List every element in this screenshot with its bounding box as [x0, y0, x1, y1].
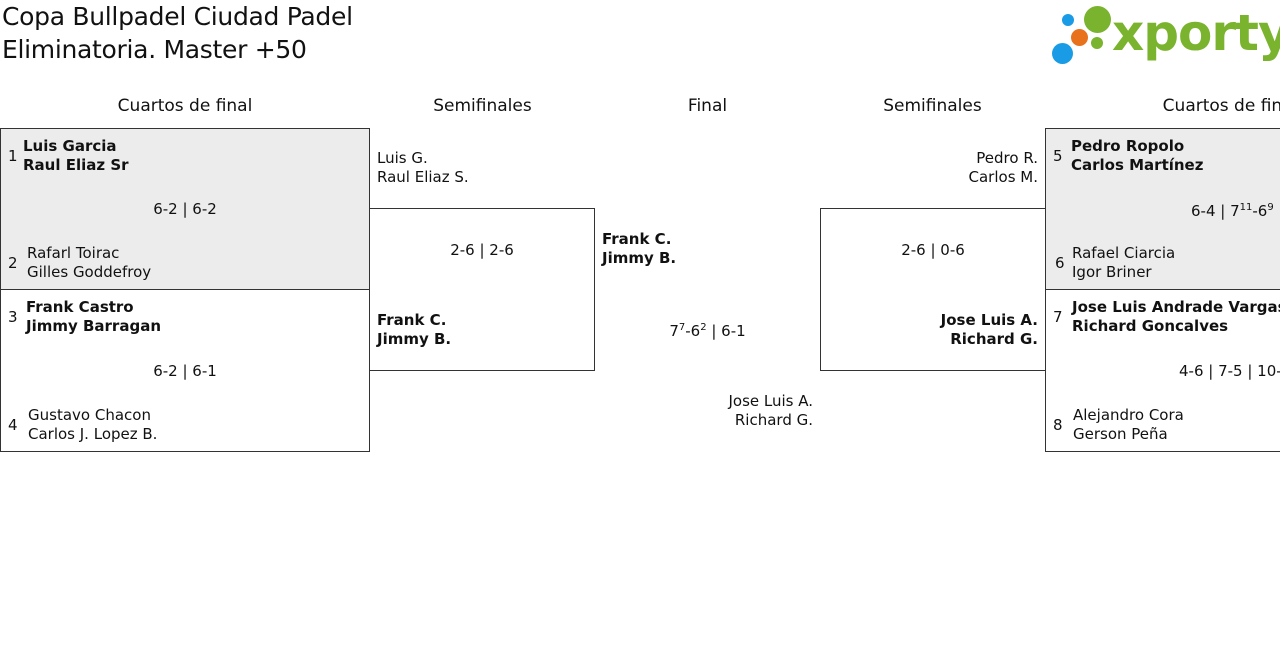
logo-blue-small-dot	[1062, 14, 1074, 26]
right-semifinal: 2-6 | 0-6 Jose Luis A. Richard G.	[820, 208, 1046, 371]
round-label-left-quarters: Cuartos de final	[117, 96, 253, 116]
player-name: Richard G.	[950, 330, 1038, 348]
seed-number: 2	[8, 254, 18, 272]
round-label-final: Final	[687, 96, 728, 116]
player-name: Raul Eliaz S.	[377, 168, 469, 186]
match-score: 6-4 | 711-69	[1191, 202, 1274, 220]
player-name: Pedro R.	[976, 149, 1038, 167]
page-subtitle: Eliminatoria. Master +50	[2, 35, 307, 64]
player-name: Frank C.	[602, 230, 672, 248]
match-score: 2-6 | 2-6	[450, 241, 514, 259]
logo-wordmark: xporty	[1112, 4, 1280, 62]
seed-number: 5	[1053, 147, 1063, 165]
player-name: Jimmy B.	[377, 330, 452, 348]
left-semifinal-team-top[interactable]: Luis G. Raul Eliaz S.	[377, 149, 469, 187]
player-name: Rafarl Toirac	[27, 244, 120, 262]
match-score: 2-6 | 0-6	[901, 241, 965, 259]
team-winner[interactable]: Frank Castro Jimmy Barragan	[26, 298, 161, 336]
seed-number: 8	[1053, 416, 1063, 434]
team-winner[interactable]: Jose Luis A. Richard G.	[821, 311, 1038, 349]
seed-number: 4	[8, 416, 18, 434]
team-loser[interactable]: Alejandro Cora Gerson Peña	[1073, 406, 1184, 444]
logo-green-dot	[1084, 6, 1111, 33]
logo-blue-dot	[1052, 43, 1073, 64]
match-score: 6-2 | 6-1	[153, 362, 217, 380]
seed-number: 1	[8, 147, 18, 165]
player-name: Carlos Martínez	[1071, 156, 1204, 174]
match-score: 4-6 | 7-5 | 10-7	[1179, 362, 1280, 380]
logo-green-small-dot	[1091, 37, 1103, 49]
player-name: Jose Luis A.	[728, 392, 813, 410]
page-title: Copa Bullpadel Ciudad Padel	[2, 2, 353, 31]
player-name: Frank C.	[377, 311, 447, 329]
player-name: Gustavo Chacon	[28, 406, 151, 424]
player-name: Carlos J. Lopez B.	[28, 425, 158, 443]
player-name: Gerson Peña	[1073, 425, 1168, 443]
left-semifinal: 2-6 | 2-6 Frank C. Jimmy B.	[369, 208, 595, 371]
player-name: Raul Eliaz Sr	[23, 156, 129, 174]
player-name: Pedro Ropolo	[1071, 137, 1185, 155]
player-name: Alejandro Cora	[1073, 406, 1184, 424]
player-name: Richard G.	[734, 411, 813, 429]
left-quarterfinal-1: 1 Luis Garcia Raul Eliaz Sr 6-2 | 6-2 2 …	[0, 128, 370, 290]
match-score: 6-2 | 6-2	[153, 200, 217, 218]
round-label-right-quarters: Cuartos de final	[1162, 96, 1280, 116]
right-quarterfinal-2: 7 Jose Luis Andrade Vargas Richard Gonca…	[1045, 289, 1280, 452]
player-name: Frank Castro	[26, 298, 134, 316]
left-quarterfinal-2: 3 Frank Castro Jimmy Barragan 6-2 | 6-1 …	[0, 289, 370, 452]
right-quarterfinal-1: 5 Pedro Ropolo Carlos Martínez 6-4 | 711…	[1045, 128, 1280, 290]
round-label-right-semis: Semifinales	[883, 96, 982, 116]
seed-number: 3	[8, 308, 18, 326]
team-winner[interactable]: Jose Luis Andrade Vargas Richard Goncalv…	[1072, 298, 1280, 336]
seed-number: 6	[1055, 254, 1065, 272]
player-name: Carlos M.	[968, 168, 1038, 186]
player-name: Jose Luis A.	[940, 311, 1038, 329]
player-name: Gilles Goddefroy	[27, 263, 152, 281]
seed-number: 7	[1053, 308, 1063, 326]
player-name: Luis Garcia	[23, 137, 117, 155]
round-label-left-semis: Semifinales	[433, 96, 532, 116]
team-loser[interactable]: Rafarl Toirac Gilles Goddefroy	[27, 244, 151, 282]
player-name: Richard Goncalves	[1072, 317, 1229, 335]
right-semifinal-team-top[interactable]: Pedro R. Carlos M.	[840, 149, 1038, 187]
team-winner[interactable]: Pedro Ropolo Carlos Martínez	[1071, 137, 1203, 175]
logo-orange-dot	[1071, 29, 1088, 46]
player-name: Rafael Ciarcia	[1072, 244, 1176, 262]
team-winner[interactable]: Luis Garcia Raul Eliaz Sr	[23, 137, 129, 175]
final-team-winner[interactable]: Frank C. Jimmy B.	[602, 230, 676, 268]
player-name: Jimmy Barragan	[26, 317, 161, 335]
team-winner[interactable]: Frank C. Jimmy B.	[377, 311, 451, 349]
team-loser[interactable]: Rafael Ciarcia Igor Briner	[1072, 244, 1175, 282]
team-loser[interactable]: Gustavo Chacon Carlos J. Lopez B.	[28, 406, 157, 444]
final-team-loser[interactable]: Jose Luis A. Richard G.	[620, 392, 813, 430]
player-name: Jimmy B.	[602, 249, 677, 267]
player-name: Jose Luis Andrade Vargas	[1072, 298, 1280, 316]
player-name: Luis G.	[377, 149, 428, 167]
final-score: 77-62 | 6-1	[669, 322, 746, 340]
player-name: Igor Briner	[1072, 263, 1152, 281]
xporty-logo	[1050, 0, 1280, 70]
